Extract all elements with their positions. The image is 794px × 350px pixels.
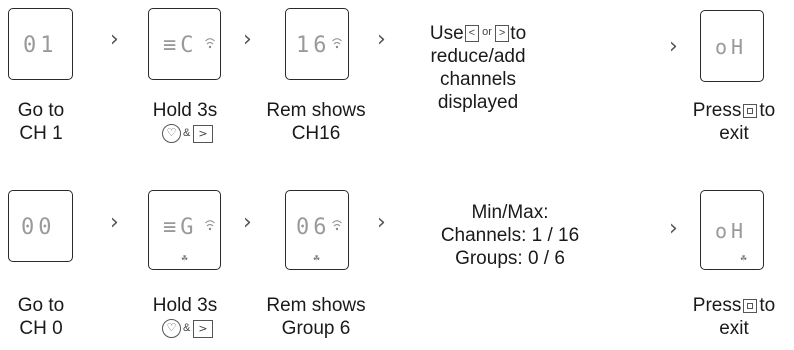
signal-icon [332, 220, 342, 231]
segment-readout: 01 [23, 33, 58, 58]
chevron-right-icon: › [243, 210, 252, 235]
ampersand-label: & [183, 127, 191, 139]
signal-icon [205, 220, 215, 231]
chevron-right-icon: › [377, 210, 386, 235]
step-caption: Go to CH 0 [17, 295, 65, 339]
segment-readout: 00 [21, 215, 56, 240]
menu-key-icon [743, 298, 758, 313]
display-screen: ≡C [148, 8, 221, 80]
right-arrow-key-icon: > [193, 125, 213, 143]
chevron-right-icon: › [669, 34, 678, 59]
display-screen: 01 [8, 8, 73, 80]
key-combo: ♡ & > [162, 319, 222, 339]
chevron-right-icon: › [669, 216, 678, 241]
heart-icon: ♡ [162, 319, 181, 338]
display-screen: oH ☘ [700, 190, 764, 270]
segment-readout: 06 [296, 215, 331, 240]
step-caption: Hold 3s [152, 295, 218, 316]
menu-key-icon [743, 103, 758, 118]
key-combo: ♡ & > [162, 124, 222, 144]
chevron-right-icon: › [243, 27, 252, 52]
fan-icon: ☘ [181, 254, 189, 263]
signal-icon [205, 38, 215, 49]
instruction-text: Min/Max: Channels: 1 / 16 Groups: 0 / 6 [440, 202, 580, 269]
chevron-right-icon: › [110, 27, 119, 52]
fan-icon: ☘ [313, 254, 321, 263]
heart-icon: ♡ [162, 124, 181, 143]
step-caption: Go to CH 1 [17, 100, 65, 144]
step-caption: Rem shows Group 6 [266, 295, 366, 339]
ampersand-label: & [183, 322, 191, 334]
chevron-right-icon: › [110, 210, 119, 235]
display-screen: oH [700, 10, 764, 82]
chevron-right-icon: › [377, 27, 386, 52]
display-screen: ≡G ☘ [148, 190, 221, 270]
or-label: or [482, 26, 492, 39]
right-arrow-key-icon: > [494, 25, 510, 43]
fan-icon: ☘ [740, 254, 748, 263]
step-caption: Hold 3s [152, 100, 218, 121]
signal-icon [332, 38, 342, 49]
segment-readout: 16 [296, 33, 331, 58]
step-caption: Rem shows CH16 [266, 100, 366, 144]
segment-readout: ≡C [163, 33, 198, 58]
display-screen: 00 [8, 190, 73, 262]
segment-readout: oH [715, 35, 748, 59]
segment-readout: ≡G [163, 215, 198, 240]
right-arrow-key-icon: > [193, 320, 213, 338]
display-screen: 16 [285, 8, 349, 80]
instruction-text: Use<or>to reduce/add channels displayed [429, 23, 527, 113]
display-screen: 06 ☘ [285, 190, 349, 270]
segment-readout: oH [715, 219, 748, 243]
left-arrow-key-icon: < [464, 25, 480, 43]
